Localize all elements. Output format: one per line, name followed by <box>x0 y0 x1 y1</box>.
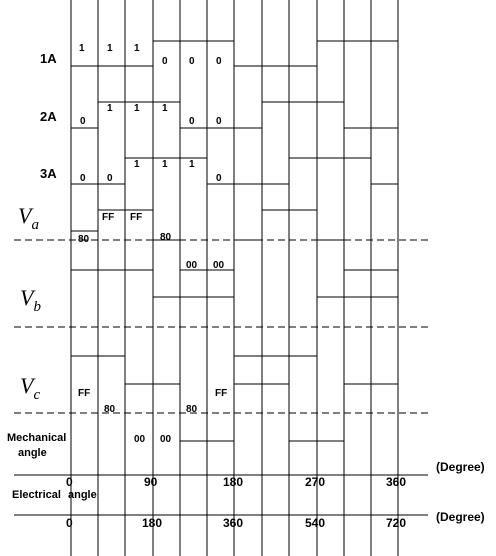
bit-1a-1: 1 <box>107 43 113 54</box>
va-value-3: 80 <box>160 232 172 243</box>
waveform-vb <box>71 269 398 357</box>
bit-3a-5: 0 <box>216 173 222 184</box>
vc-value-1: 80 <box>104 404 116 415</box>
signal-labels: 1A 2A 3A Va Vb Vc <box>18 51 57 403</box>
row-1a-values: 1 1 1 0 0 0 <box>79 43 222 67</box>
row-2a-values: 0 1 1 1 0 0 <box>80 103 222 127</box>
vc-value-2: 80 <box>186 404 198 415</box>
elec-tick-180: 180 <box>142 516 162 530</box>
vb-value-0: 00 <box>186 260 198 271</box>
bit-2a-2: 1 <box>134 103 140 114</box>
mechanical-unit-label: (Degree) <box>436 460 485 474</box>
va-value-0: 80 <box>78 234 90 245</box>
waveform-3a <box>71 157 398 185</box>
mech-value-0: 00 <box>134 434 146 445</box>
signal-label-va: Va <box>18 203 39 233</box>
mech-tick-270: 270 <box>305 475 325 489</box>
bit-3a-3: 1 <box>162 159 168 170</box>
waveform-vc <box>71 355 398 442</box>
va-value-2: FF <box>130 212 142 223</box>
vb-subscript: b <box>33 299 41 315</box>
axis-labels: Mechanical angle Electrical angle <box>7 432 97 501</box>
mechanical-angle-label-line1: Mechanical <box>7 432 66 444</box>
electrical-angle-label-line1: Electrical <box>12 489 61 501</box>
waveform-va <box>71 209 398 271</box>
bit-3a-0: 0 <box>80 173 86 184</box>
elec-tick-0: 0 <box>66 516 73 530</box>
va-subscript: a <box>31 217 39 233</box>
bit-2a-0: 0 <box>80 116 86 127</box>
vc-value-0: FF <box>78 388 90 399</box>
vb-value-1: 00 <box>213 260 225 271</box>
elec-tick-720: 720 <box>386 516 406 530</box>
bit-1a-4: 0 <box>189 56 195 67</box>
bit-2a-5: 0 <box>216 116 222 127</box>
signal-label-2a: 2A <box>40 109 57 124</box>
signal-label-1a: 1A <box>40 51 57 66</box>
vc-subscript: c <box>33 387 40 403</box>
elec-tick-360: 360 <box>223 516 243 530</box>
signal-label-vc: Vc <box>20 373 40 403</box>
bit-1a-2: 1 <box>134 43 140 54</box>
vc-letter: V <box>20 373 36 398</box>
mechanical-angle-label-line2: angle <box>18 447 47 459</box>
vc-values: FF 80 80 FF <box>78 388 227 415</box>
signal-label-3a: 3A <box>40 166 57 181</box>
mech-tick-360: 360 <box>386 475 406 489</box>
bit-3a-1: 0 <box>107 173 113 184</box>
electrical-ticks: 0 180 360 540 720 <box>66 516 406 530</box>
elec-tick-540: 540 <box>305 516 325 530</box>
axis-lines <box>14 474 428 516</box>
waveforms <box>71 40 398 442</box>
mechanical-row-values: 00 00 <box>134 434 172 445</box>
vb-letter: V <box>20 285 36 310</box>
bit-2a-4: 0 <box>189 116 195 127</box>
vb-values: 00 00 <box>186 260 225 271</box>
va-value-1: FF <box>102 212 114 223</box>
zero-reference-lines <box>14 239 428 414</box>
bit-3a-4: 1 <box>189 159 195 170</box>
waveform-2a <box>71 101 398 129</box>
va-values: 80 FF FF 80 <box>78 212 172 245</box>
vertical-gridlines <box>70 0 399 556</box>
va-letter: V <box>18 203 34 228</box>
bit-1a-3: 0 <box>162 56 168 67</box>
mechanical-ticks: 0 90 180 270 360 <box>66 475 406 489</box>
vc-value-3: FF <box>215 388 227 399</box>
bit-1a-5: 0 <box>216 56 222 67</box>
signal-label-vb: Vb <box>20 285 41 315</box>
bit-2a-3: 1 <box>162 103 168 114</box>
bit-3a-2: 1 <box>134 159 140 170</box>
row-3a-values: 0 0 1 1 1 0 <box>80 159 222 184</box>
electrical-unit-label: (Degree) <box>436 510 485 524</box>
mech-tick-0: 0 <box>66 475 73 489</box>
mech-value-1: 00 <box>160 434 172 445</box>
electrical-angle-label-line2: angle <box>68 489 97 501</box>
mech-tick-90: 90 <box>144 475 158 489</box>
mech-tick-180: 180 <box>223 475 243 489</box>
bit-1a-0: 1 <box>79 43 85 54</box>
bit-2a-1: 1 <box>107 103 113 114</box>
waveform-1a <box>71 40 398 67</box>
